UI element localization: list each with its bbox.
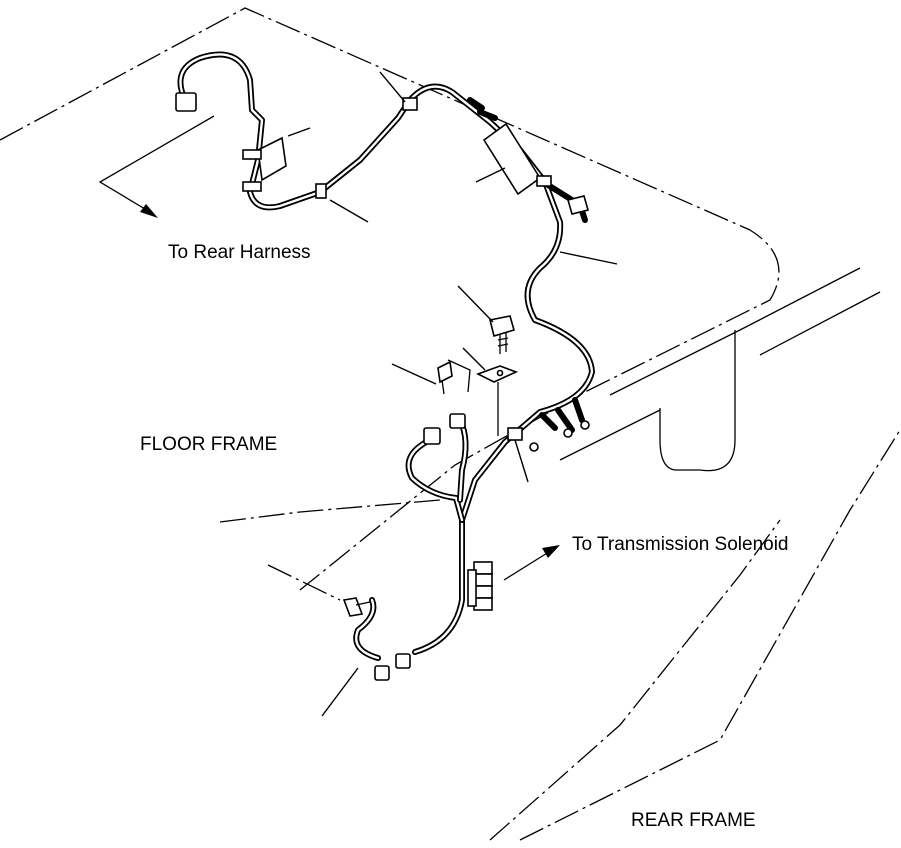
rear-frame-outline xyxy=(489,267,901,841)
harness-connector xyxy=(423,427,441,445)
floor-frame-label: FLOOR FRAME xyxy=(140,434,277,455)
transmission-solenoid-connector xyxy=(467,561,493,611)
rear-frame-label: REAR FRAME xyxy=(631,810,756,831)
mounting-bolt xyxy=(489,315,515,338)
connector-terminal xyxy=(529,442,539,452)
connector-terminal xyxy=(563,428,573,438)
harness-clamp xyxy=(402,97,418,111)
to-rear-harness-label: To Rear Harness xyxy=(168,242,311,263)
harness-connector xyxy=(449,413,466,429)
leader-lines xyxy=(287,71,618,717)
to-transmission-solenoid-label: To Transmission Solenoid xyxy=(572,534,789,555)
harness-clamp xyxy=(315,183,327,199)
main-wiring-harness xyxy=(177,51,595,661)
to-transmission-solenoid-arrow xyxy=(503,545,560,581)
relay-bracket xyxy=(257,136,287,182)
connector-terminal xyxy=(580,420,590,430)
harness-clamp xyxy=(242,181,262,192)
harness-clamp xyxy=(536,175,552,187)
harness-clamp xyxy=(242,149,262,160)
harness-clamp xyxy=(507,427,523,441)
switch-sensor xyxy=(437,360,453,384)
harness-components xyxy=(175,92,590,681)
harness-connector xyxy=(374,665,390,681)
rear-harness-connector xyxy=(175,92,197,112)
pressure-switch xyxy=(342,597,364,617)
harness-connector xyxy=(395,653,411,669)
floor-frame-outline xyxy=(0,7,780,601)
cable-end xyxy=(567,195,589,215)
to-rear-harness-arrow xyxy=(98,115,215,218)
